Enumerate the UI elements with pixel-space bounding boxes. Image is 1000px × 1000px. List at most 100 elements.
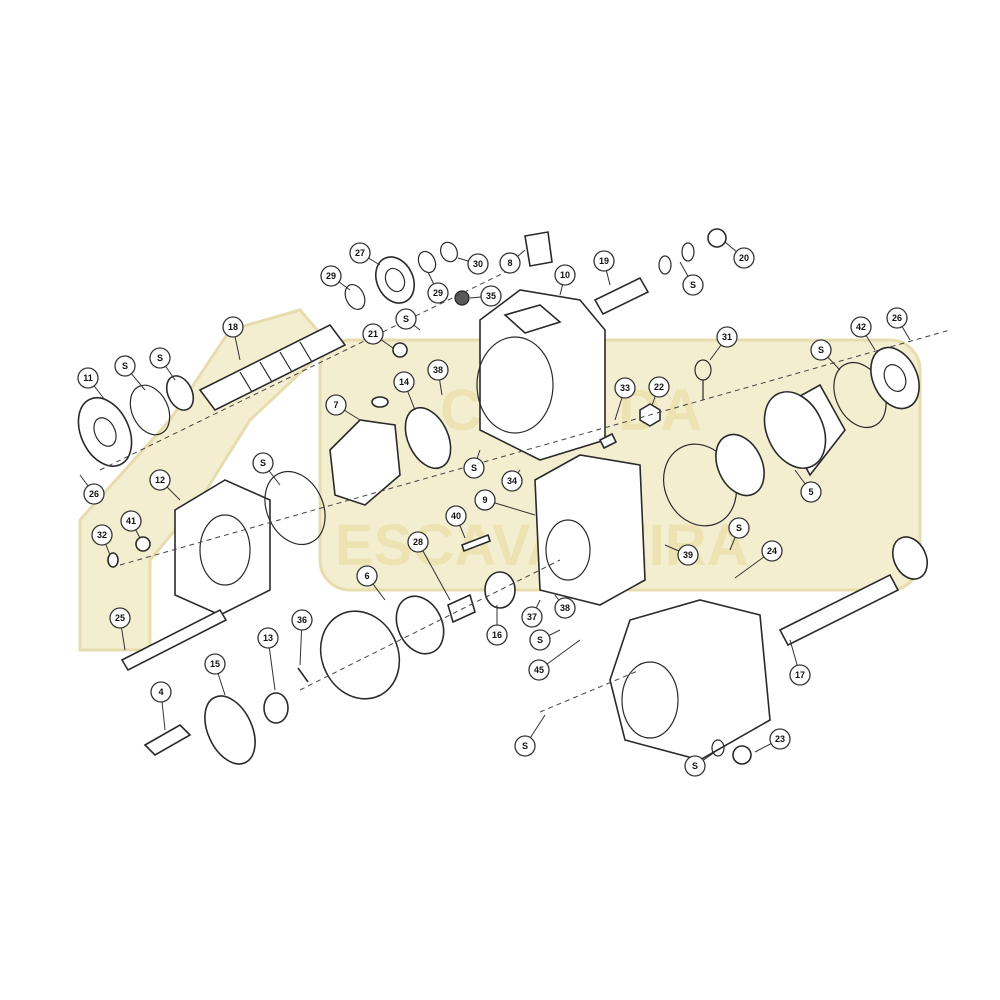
callout-circle: [521, 606, 543, 628]
callout-circle: [789, 664, 811, 686]
cylinder-5: [715, 383, 846, 497]
callout-17: 17: [789, 639, 811, 686]
bearing-27: [374, 256, 416, 304]
callout-circle: [91, 524, 113, 546]
callout-21: 21: [362, 323, 394, 349]
callout-45: 45: [528, 639, 581, 681]
callout-label: 29: [326, 271, 336, 281]
callout-circle: [320, 265, 342, 287]
callout-27: 27: [349, 242, 381, 266]
spline-shaft-18: [198, 323, 347, 412]
callout-label: 26: [892, 313, 902, 323]
callout-label: 34: [507, 476, 517, 486]
eyebolt-31: [694, 359, 712, 400]
callout-S7: S: [252, 452, 281, 486]
callout-label: 22: [654, 382, 664, 392]
callout-circle: [325, 394, 347, 416]
callout-label: 26: [89, 489, 99, 499]
callout-22: 22: [648, 376, 670, 406]
callout-label: 32: [97, 530, 107, 540]
callout-41: 41: [120, 510, 142, 539]
callout-label: S: [260, 458, 266, 468]
callout-S11: S: [514, 714, 546, 757]
valve-19: [593, 276, 650, 316]
callout-label: 38: [433, 365, 443, 375]
callout-label: 4: [158, 687, 163, 697]
callout-label: 15: [210, 659, 220, 669]
callout-label: 30: [473, 259, 483, 269]
callout-label: 37: [527, 612, 537, 622]
callout-label: S: [692, 761, 698, 771]
callout-circle: [529, 629, 551, 651]
callout-circle: [120, 510, 142, 532]
callout-label: 11: [83, 373, 93, 383]
callout-label: 21: [368, 329, 378, 339]
callout-circle: [761, 540, 783, 562]
callout-circle: [593, 250, 615, 272]
callout-label: S: [537, 635, 543, 645]
callout-label: 14: [399, 377, 409, 387]
callout-circle: [252, 452, 274, 474]
callout-23: 23: [754, 728, 791, 753]
callout-circle: [682, 274, 704, 296]
callout-S5: S: [463, 449, 485, 479]
callout-label: 41: [126, 516, 136, 526]
callout-label: 39: [683, 550, 693, 560]
callout-circle: [733, 247, 755, 269]
callout-31: 31: [709, 326, 738, 361]
parts: [77, 228, 951, 765]
callout-label: 45: [534, 665, 544, 675]
callout-circle: [109, 607, 131, 629]
callout-label: 5: [808, 487, 813, 497]
callout-36: 36: [291, 609, 313, 666]
callout-label: 33: [620, 383, 630, 393]
callout-15: 15: [204, 653, 226, 696]
callout-label: 16: [492, 630, 502, 640]
callout-label: 20: [739, 253, 749, 263]
callout-circle: [474, 489, 496, 511]
callout-label: 18: [228, 322, 238, 332]
callout-34: 34: [501, 469, 523, 492]
callout-16: 16: [486, 605, 508, 646]
callout-circle: [886, 307, 908, 329]
callout-13: 13: [257, 627, 279, 691]
callout-label: S: [736, 523, 742, 533]
callout-label: 35: [486, 291, 496, 301]
o-ring-s7: [264, 470, 326, 546]
plug-41: [135, 536, 151, 552]
callout-label: S: [522, 741, 528, 751]
flange-plate-11: [77, 397, 133, 467]
callout-label: 29: [433, 288, 443, 298]
callout-33: 33: [614, 377, 636, 421]
callout-circle: [648, 376, 670, 398]
callout-circle: [467, 253, 489, 275]
callout-circle: [684, 755, 706, 777]
callout-label: 27: [355, 248, 365, 258]
callout-28: 28: [407, 531, 451, 601]
callout-38b: 38: [554, 594, 576, 619]
callout-circle: [554, 264, 576, 286]
callout-label: 9: [482, 495, 487, 505]
callout-label: 24: [767, 546, 777, 556]
callout-label: S: [818, 345, 824, 355]
callout-circle: [395, 308, 417, 330]
callout-circle: [716, 326, 738, 348]
ring-s3: [658, 255, 672, 275]
callout-label: 17: [795, 670, 805, 680]
callout-circle: [850, 316, 872, 338]
callout-label: 40: [451, 511, 461, 521]
callout-circle: [349, 242, 371, 264]
callout-circle: [149, 469, 171, 491]
callout-label: 7: [333, 400, 338, 410]
callout-circle: [427, 359, 449, 381]
callout-circle: [728, 517, 750, 539]
callout-circle: [291, 609, 313, 631]
callout-circle: [427, 282, 449, 304]
callout-label: 31: [722, 332, 732, 342]
callout-label: 19: [599, 256, 609, 266]
callout-38a: 38: [427, 359, 449, 396]
callout-circle: [499, 252, 521, 274]
spring-36: [297, 667, 309, 683]
callout-label: 13: [263, 633, 273, 643]
retainer-15: [204, 695, 256, 765]
